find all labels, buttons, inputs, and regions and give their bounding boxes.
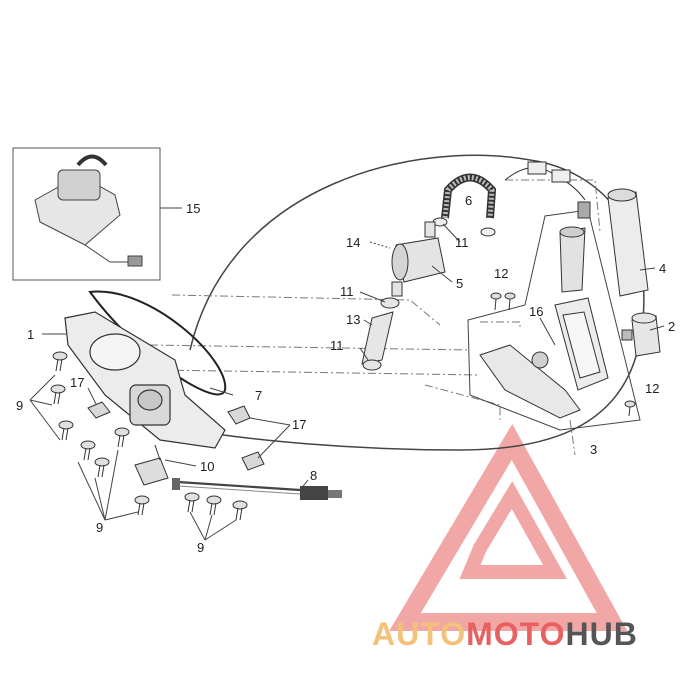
mounting-flange [64, 311, 226, 449]
callout-4: 4 [659, 261, 666, 276]
callout-2: 2 [668, 319, 675, 334]
callout-5: 5 [456, 276, 463, 291]
callout-16: 16 [529, 304, 543, 319]
fuel-pump [559, 226, 586, 293]
hose-segment [361, 297, 400, 371]
wordmark-auto: AUTO [372, 616, 467, 652]
callout-7: 7 [255, 388, 262, 403]
callout-8: 8 [310, 468, 317, 483]
fuel-filter [391, 221, 446, 297]
hose-clamps [432, 217, 496, 237]
inset-pump-assembly [34, 154, 143, 267]
inset-frame [12, 147, 161, 281]
wordmark-moto: MOTO [466, 616, 566, 652]
callout-11-top: 11 [455, 235, 469, 250]
screws-set [50, 351, 248, 521]
callout-11-middle: 11 [340, 284, 354, 299]
top-connector [504, 161, 586, 201]
pressure-regulator [621, 312, 661, 357]
callout-17-left: 17 [70, 375, 84, 390]
pump-base-plate [479, 344, 581, 419]
callout-13: 13 [346, 312, 360, 327]
callout-10: 10 [200, 459, 214, 474]
pump-bracket [554, 297, 609, 391]
callout-12-top: 12 [494, 266, 508, 281]
callout-12-right: 12 [645, 381, 659, 396]
wordmark-hub: HUB [565, 616, 638, 652]
pump-frame [467, 209, 641, 431]
callout-6: 6 [465, 193, 472, 208]
callout-9-right: 9 [197, 540, 204, 555]
leader-14 [369, 241, 391, 249]
callout-14: 14 [346, 235, 360, 250]
cable-loop [189, 154, 645, 451]
automotohub-logo [389, 423, 628, 631]
clips [87, 401, 265, 471]
callout-9-bottom: 9 [96, 520, 103, 535]
leaders-9 [29, 374, 237, 541]
callout-17-right: 17 [292, 417, 306, 432]
screws-12 [490, 292, 636, 417]
wiring-harness [172, 478, 342, 500]
callout-11-bottom: 11 [330, 338, 344, 353]
callout-leaders [42, 223, 665, 491]
callout-3: 3 [590, 442, 597, 457]
callout-labels: 1 2 3 4 5 6 7 8 9 9 9 10 11 11 11 12 12 … [16, 193, 675, 555]
level-sensor [577, 188, 649, 297]
connector-block [134, 444, 169, 486]
callout-9-left: 9 [16, 398, 23, 413]
callout-15: 15 [186, 201, 200, 216]
watermark-wordmark: AUTOMOTOHUB [372, 614, 692, 654]
fuel-hose [441, 173, 497, 219]
callout-1: 1 [27, 327, 34, 342]
leaders-17 [87, 387, 291, 459]
